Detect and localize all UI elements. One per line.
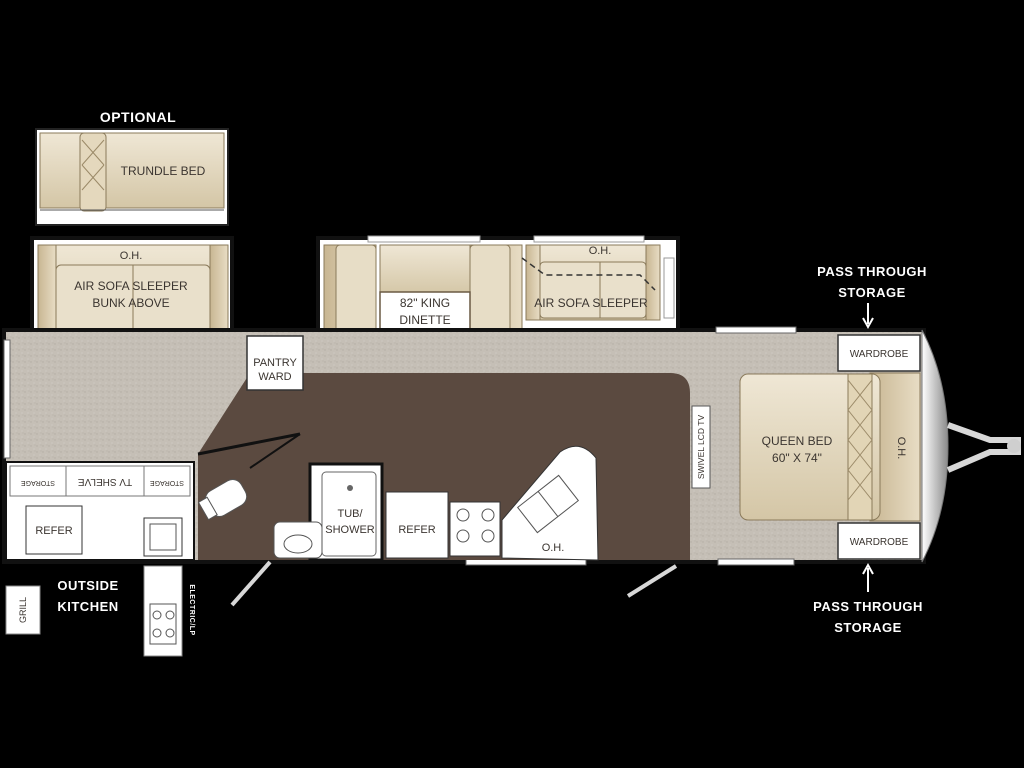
sink-icon xyxy=(516,474,580,534)
kitchen xyxy=(385,445,599,561)
tub-shower-label-2: SHOWER xyxy=(325,524,375,536)
oh-left-label: O.H. xyxy=(120,250,143,262)
air-sofa-right-label: AIR SOFA SLEEPER xyxy=(534,296,648,310)
tub-shower xyxy=(321,471,377,557)
pass-through-bottom-label-2: STORAGE xyxy=(834,620,902,635)
pass-through-bottom-label-1: PASS THROUGH xyxy=(813,599,923,614)
refer-outside-label: REFER xyxy=(35,525,72,537)
grill xyxy=(5,585,41,635)
pantry-ward xyxy=(246,335,304,391)
tv-shelve-label: TV SHELVE xyxy=(78,476,133,487)
wardrobe-top-label: WARDROBE xyxy=(850,349,909,360)
queen-bed-label-1: QUEEN BED xyxy=(762,434,833,448)
swivel-tv-label: SWIVEL LCD TV xyxy=(696,415,706,480)
toilet-icon xyxy=(197,479,248,521)
outside-cooktop xyxy=(143,565,183,657)
pantry-label-2: WARD xyxy=(258,371,291,383)
trailer-hitch xyxy=(946,422,1021,473)
oh-bedroom-label: O.H. xyxy=(895,437,907,460)
oh-kitchen-label: O.H. xyxy=(542,542,565,554)
outside-kitchen-label-1: OUTSIDE xyxy=(57,578,118,593)
wardrobe-top xyxy=(837,334,921,372)
queen-bed xyxy=(739,373,881,521)
wardrobe-bottom xyxy=(837,522,921,560)
pantry-label-1: PANTRY xyxy=(253,357,297,369)
swivel-lcd-tv xyxy=(691,405,711,489)
tub-shower-label-1: TUB/ xyxy=(337,508,363,520)
dinette-label-1: 82" KING xyxy=(400,296,450,310)
queen-bed-label-2: 60" X 74" xyxy=(772,451,822,465)
refer-kitchen xyxy=(385,491,449,559)
entry-door-right xyxy=(626,564,678,598)
pass-through-top-label-1: PASS THROUGH xyxy=(817,264,927,279)
refer-outside xyxy=(25,505,83,555)
entry-door-left xyxy=(230,560,272,607)
stove xyxy=(449,501,501,557)
oh-center-label: O.H. xyxy=(589,245,612,257)
dinette-label-2: DINETTE xyxy=(399,313,450,327)
grill-label: GRILL xyxy=(18,597,28,623)
refer-kitchen-label: REFER xyxy=(398,524,435,536)
bathroom xyxy=(197,432,384,562)
pass-through-top-label-2: STORAGE xyxy=(838,285,906,300)
rear-area xyxy=(5,461,195,561)
pass-through-arrow-bottom xyxy=(862,562,874,592)
pass-through-arrow-top xyxy=(862,303,874,330)
air-sofa-left-label-1: AIR SOFA SLEEPER xyxy=(74,279,188,293)
outside-kitchen-label-2: KITCHEN xyxy=(57,599,118,614)
bedroom xyxy=(739,329,949,563)
air-sofa-left-label-2: BUNK ABOVE xyxy=(92,296,169,310)
electric-lp-label: ELECTRIC/LP xyxy=(188,584,195,635)
trundle-bed-label: TRUNDLE BED xyxy=(121,164,206,178)
storage-right-label: STORAGE xyxy=(150,479,184,486)
storage-left-label: STORAGE xyxy=(21,479,55,486)
optional-trundle-bed xyxy=(35,128,229,226)
optional-label: OPTIONAL xyxy=(100,109,176,125)
wardrobe-bottom-label: WARDROBE xyxy=(850,537,909,548)
